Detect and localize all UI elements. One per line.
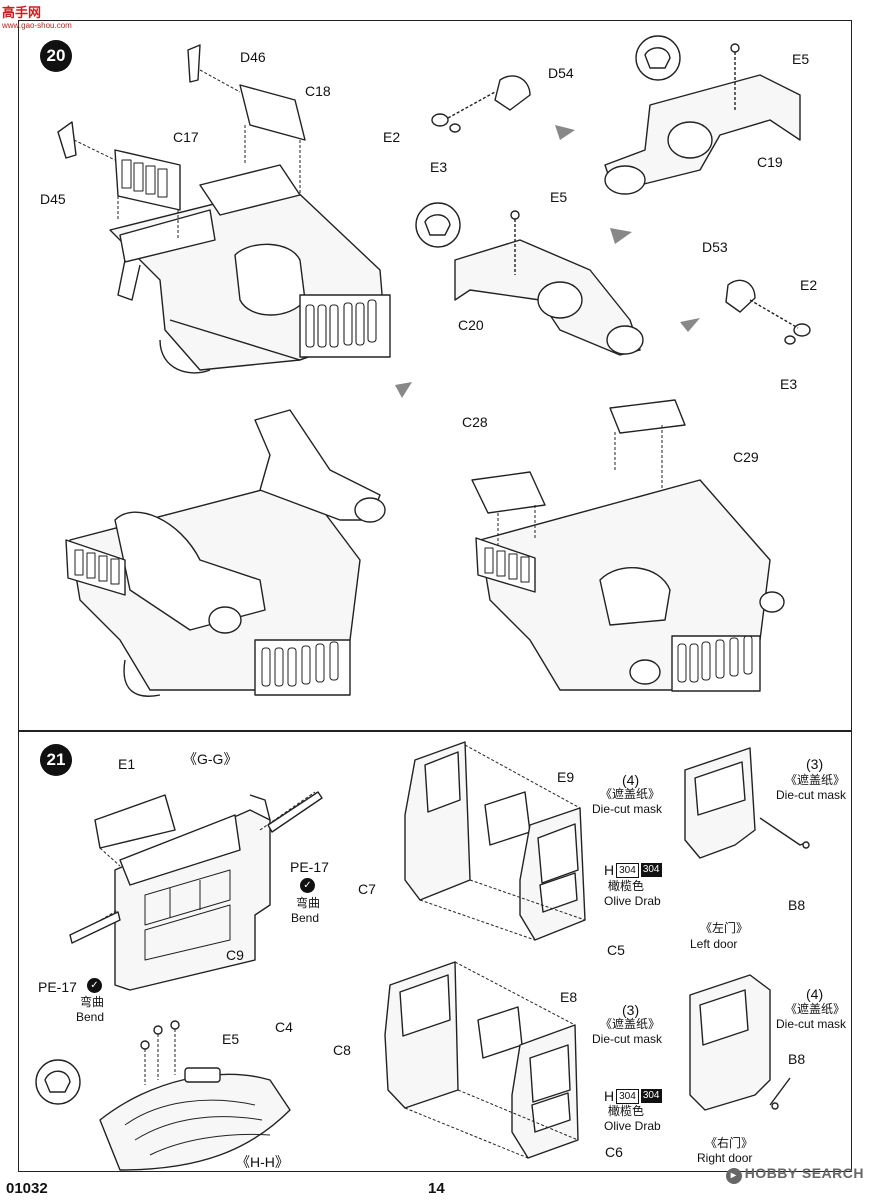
mask-number-3-bottom: (3): [622, 1002, 640, 1018]
roof-section: [35, 1020, 291, 1171]
door-label-en-right: Right door: [697, 1151, 753, 1165]
mask-number-4-top: (4): [622, 772, 640, 788]
door-label-en-left: Left door: [690, 937, 738, 951]
mask-number-4-bottom: (4): [806, 986, 824, 1002]
mask-label-en-3-bottom: Die-cut mask: [592, 1032, 663, 1046]
part-label-d45: D45: [40, 191, 66, 207]
part-label-e1: E1: [118, 756, 136, 772]
chassis-assembly-mid-right: [471, 399, 785, 692]
step-number-20: 20: [40, 40, 72, 72]
part-label-e3-a: E3: [430, 159, 448, 175]
mask-label-cn-3-bottom: 《遮盖纸》: [600, 1017, 661, 1031]
view-label-gg: 《G-G》: [183, 751, 238, 767]
paint-name-en-bottom: Olive Drab: [604, 1119, 661, 1133]
page-number: 14: [428, 1180, 445, 1197]
mask-label-cn-3-top: 《遮盖纸》: [785, 773, 846, 787]
rear-cab-section: [69, 791, 323, 991]
part-label-c20: C20: [458, 317, 484, 333]
door-label-cn-left: 《左门》: [700, 921, 749, 935]
paint-name-cn-bottom: 橄榄色: [608, 1104, 645, 1118]
product-code: 01032: [6, 1180, 48, 1197]
paint-name-en-top: Olive Drab: [604, 894, 661, 908]
part-label-pe17-b: PE-17: [38, 979, 77, 995]
part-label-e3-b: E3: [780, 376, 798, 392]
door-label-cn-right: 《右门》: [705, 1136, 754, 1150]
mask-label-cn-4-bottom: 《遮盖纸》: [785, 1002, 846, 1016]
bend-label-cn-b: 弯曲: [80, 995, 105, 1009]
part-label-e5-b: E5: [550, 189, 568, 205]
paint-name-cn-top: 橄榄色: [608, 879, 645, 893]
part-label-c5: C5: [607, 942, 625, 958]
bend-icon: ✓: [87, 978, 102, 993]
mask-label-cn-4-top: 《遮盖纸》: [600, 787, 661, 801]
part-label-c8: C8: [333, 1042, 351, 1058]
view-label-hh: 《H-H》: [236, 1154, 289, 1170]
part-label-b8-bottom: B8: [788, 1051, 806, 1067]
door-parts-top: [404, 741, 810, 941]
part-label-b8-top: B8: [788, 897, 806, 913]
mask-number-3-top: (3): [806, 756, 824, 772]
part-label-c18: C18: [305, 83, 331, 99]
hobby-search-watermark: ▸HOBBY SEARCH: [725, 1165, 864, 1184]
bend-label-cn-a: 弯曲: [296, 896, 321, 910]
part-label-c28: C28: [462, 414, 488, 430]
mask-label-en-4-top: Die-cut mask: [592, 802, 663, 816]
chassis-assembly-top-left: [57, 44, 391, 374]
part-label-e5: E5: [222, 1031, 240, 1047]
part-label-c19: C19: [757, 154, 783, 170]
bend-icon: ✓: [300, 878, 315, 893]
part-label-c9: C9: [226, 947, 244, 963]
step-number-21: 21: [40, 744, 72, 776]
bend-label-en-b: Bend: [76, 1010, 105, 1024]
part-label-c17: C17: [173, 129, 199, 145]
part-label-c4: C4: [275, 1019, 293, 1035]
part-label-c29: C29: [733, 449, 759, 465]
part-label-e9: E9: [557, 769, 575, 785]
part-label-e2-b: E2: [800, 277, 818, 293]
part-label-c6: C6: [605, 1144, 623, 1160]
part-label-e5-a: E5: [792, 51, 810, 67]
mask-label-en-3-top: Die-cut mask: [776, 788, 847, 802]
part-label-d54: D54: [548, 65, 574, 81]
part-label-d53: D53: [702, 239, 728, 255]
chassis-assembly-mid-left: [65, 409, 386, 697]
part-label-e2-a: E2: [383, 129, 401, 145]
mask-label-en-4-bottom: Die-cut mask: [776, 1017, 847, 1031]
fender-parts-top-right: [395, 35, 811, 398]
instruction-frame: [18, 20, 852, 1172]
door-parts-bottom: [384, 961, 791, 1159]
part-label-pe17-a: PE-17: [290, 859, 329, 875]
part-label-d46: D46: [240, 49, 266, 65]
bend-label-en-a: Bend: [291, 911, 320, 925]
step-divider: [18, 730, 852, 732]
part-label-e8: E8: [560, 989, 578, 1005]
part-label-c7: C7: [358, 881, 376, 897]
